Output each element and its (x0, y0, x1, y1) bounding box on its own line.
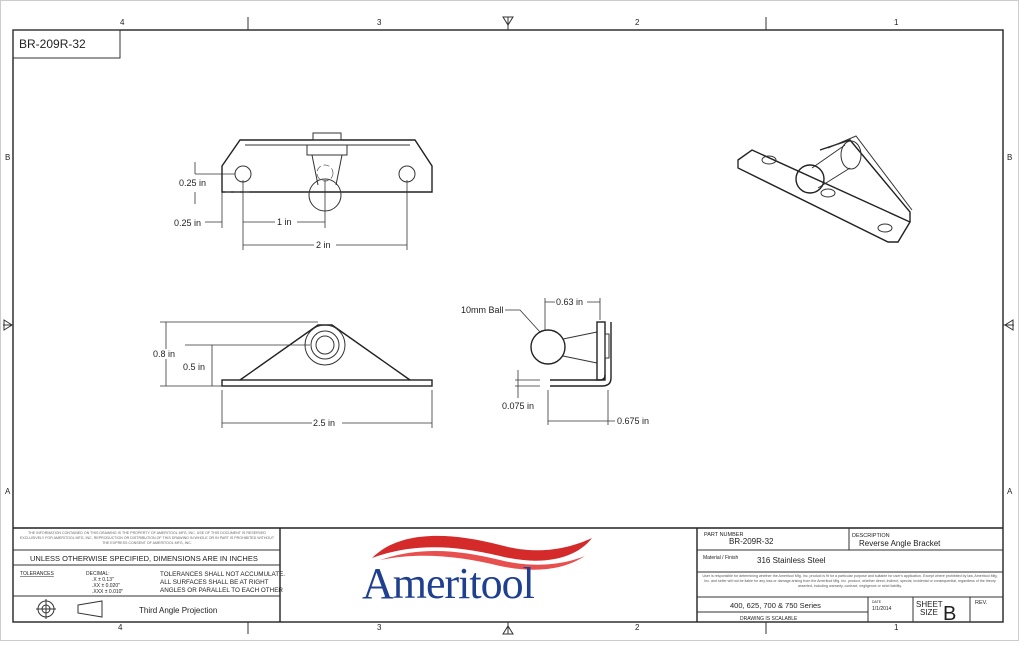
zone-col-4-bottom: 4 (118, 623, 123, 632)
outer-border (0, 0, 1019, 641)
tolerance-x: .X ± 0.13" (92, 577, 114, 583)
tolerance-note-1: TOLERANCES SHALL NOT ACCUMULATE. (160, 571, 285, 578)
dim-center: 1 in (277, 217, 292, 227)
description-label: DESCRIPTION (852, 533, 890, 539)
dim-holes: 2 in (316, 240, 331, 250)
zone-col-3-top: 3 (377, 18, 382, 27)
dim-ball-height: 0.5 in (183, 362, 205, 372)
zone-col-2-top: 2 (635, 18, 640, 27)
decimal-label: DECIMAL: (86, 571, 110, 577)
material-label: Material / Finish (703, 555, 739, 561)
sheet-label: SHEET (916, 600, 943, 609)
dim-height: 0.8 in (153, 349, 175, 359)
zone-col-2-bottom: 2 (635, 623, 640, 632)
zone-col-3-bottom: 3 (377, 623, 382, 632)
description-value: Reverse Angle Bracket (859, 539, 941, 548)
top-view (194, 132, 433, 250)
drawing-scalable-note: DRAWING IS SCALABLE (740, 616, 798, 622)
zone-row-b-left: B (5, 153, 10, 162)
zone-col-1-top: 1 (894, 18, 899, 27)
tolerances-label: TOLERANCES (20, 571, 54, 577)
tolerance-xx: .XX ± 0.020" (92, 583, 120, 589)
material-value: 316 Stainless Steel (757, 556, 826, 565)
units-note: UNLESS OTHERWISE SPECIFIED, DIMENSIONS A… (30, 554, 258, 563)
corner-part-number: BR-209R-32 (19, 37, 86, 51)
dim-length: 2.5 in (313, 418, 335, 428)
side-view (505, 298, 615, 425)
third-angle-projection-icon (36, 599, 103, 619)
size-label: SIZE (920, 608, 938, 617)
tolerance-xxx: .XXX ± 0.010" (92, 589, 123, 595)
dim-ball-reach: 0.63 in (556, 297, 583, 307)
revision-label: REV. (975, 600, 988, 606)
proprietary-notice: THE INFORMATION CONTAINED ON THIS DRAWIN… (19, 531, 275, 545)
zone-row-b-right: B (1007, 153, 1012, 162)
dim-width: 0.675 in (617, 416, 649, 426)
liability-disclaimer: User is responsible for determining whet… (702, 574, 998, 588)
date-label: DATE (872, 600, 882, 604)
projection-label: Third Angle Projection (139, 606, 217, 615)
tolerance-note-2: ALL SURFACES SHALL BE AT RIGHT (160, 579, 269, 586)
front-view (160, 321, 433, 428)
corner-label-box (12, 29, 121, 59)
zone-marks: 4 3 2 1 4 3 2 1 B A B A (3, 16, 1014, 635)
ball-callout: 10mm Ball (461, 305, 504, 315)
zone-row-a-left: A (5, 487, 11, 496)
part-number-label: PART NUMBER (704, 532, 743, 538)
zone-col-4-top: 4 (120, 18, 125, 27)
zone-col-1-bottom: 1 (894, 623, 899, 632)
logo-text: Ameritool (362, 559, 535, 608)
part-number-value: BR-209R-32 (729, 537, 774, 546)
date-value: 1/1/2014 (872, 606, 892, 612)
isometric-view (737, 135, 913, 243)
dim-hole-offset: 0.25 in (179, 178, 206, 188)
zone-row-a-right: A (1007, 487, 1013, 496)
sheet-size-value: B (943, 603, 956, 625)
series-label: 400, 625, 700 & 750 Series (730, 601, 821, 610)
title-block (13, 527, 1003, 622)
dim-thickness: 0.075 in (502, 401, 534, 411)
tolerance-note-3: ANGLES OR PARALLEL TO EACH OTHER (160, 587, 283, 594)
dim-edge-offset: 0.25 in (174, 218, 201, 228)
ameritool-logo: Ameritool (362, 535, 592, 608)
